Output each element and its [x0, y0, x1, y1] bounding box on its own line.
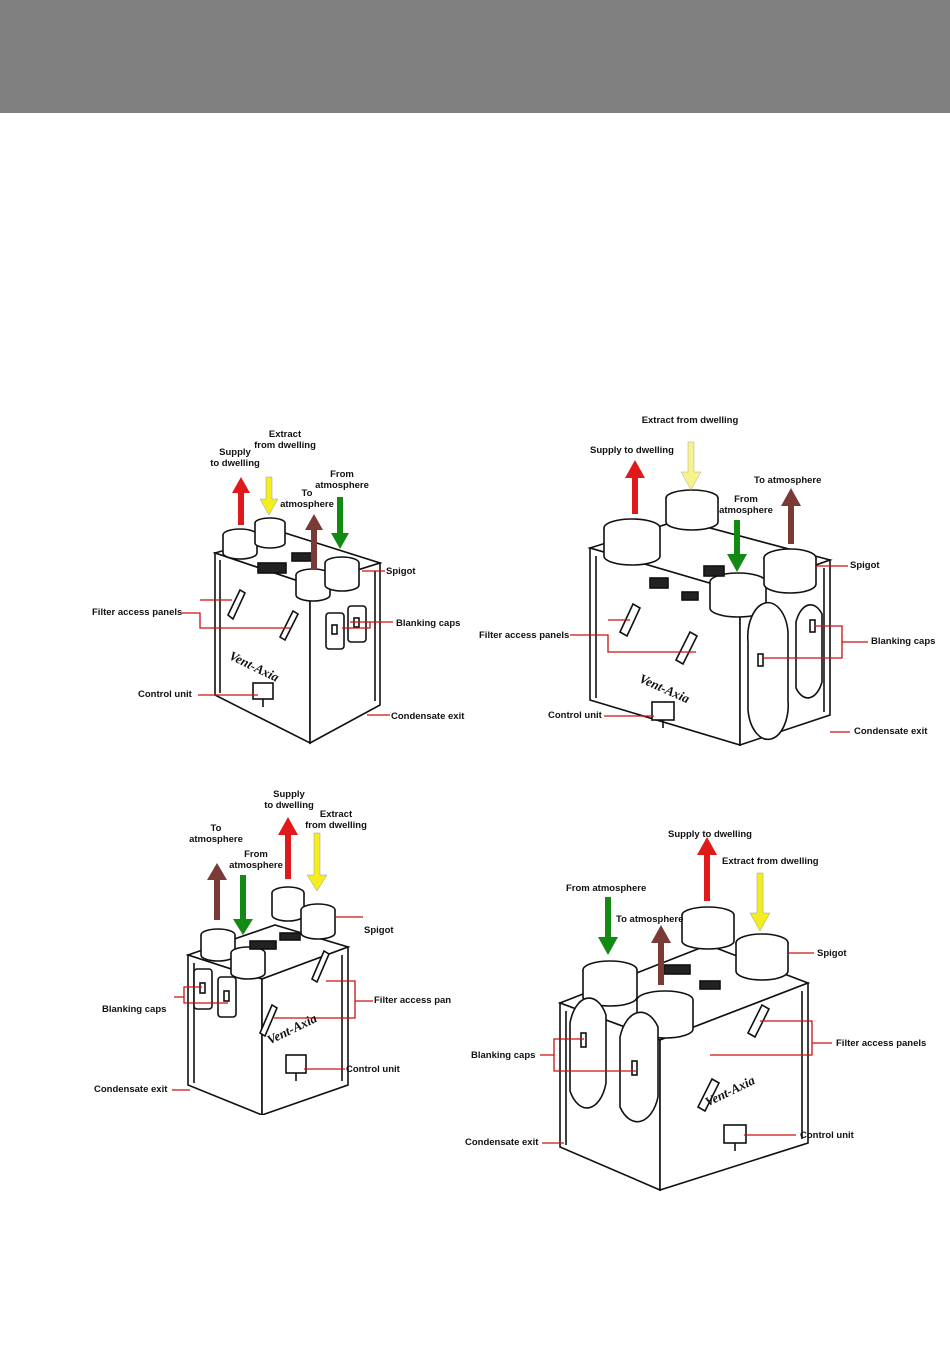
- label-filter-access: Filter access panels: [92, 607, 183, 618]
- label-control-unit: Control unit: [548, 710, 602, 721]
- label-to-atmosphere: To atmosphere: [280, 488, 334, 510]
- label-blanking-caps: Blanking caps: [871, 636, 936, 647]
- label-from-atmosphere: From atmosphere: [719, 494, 773, 516]
- label-spigot: Spigot: [386, 566, 416, 577]
- label-to-atmosphere: To atmosphere: [754, 475, 822, 486]
- label-filter-access: Filter access pan: [374, 995, 452, 1006]
- label-extract: Extract from dwelling: [305, 809, 367, 831]
- label-control-unit: Control unit: [800, 1130, 854, 1141]
- label-extract: Extract from dwelling: [722, 856, 819, 867]
- label-filter-access: Filter access panels: [479, 630, 570, 641]
- label-control-unit: Control unit: [346, 1064, 400, 1075]
- label-spigot: Spigot: [850, 560, 880, 571]
- label-blanking-caps: Blanking caps: [102, 1004, 167, 1015]
- label-supply: Supply to dwelling: [668, 829, 752, 840]
- label-extract: Extract from dwelling: [254, 429, 316, 451]
- label-spigot: Spigot: [817, 948, 847, 959]
- label-condensate-exit: Condensate exit: [465, 1137, 539, 1148]
- header-bar: [0, 0, 950, 113]
- figure-bottom-right: Vent-Axia Supply to dwelling Extract fro…: [460, 825, 950, 1195]
- label-supply: Supply to dwelling: [264, 789, 314, 811]
- label-condensate-exit: Condensate exit: [94, 1084, 168, 1095]
- label-from-atmosphere: From atmosphere: [229, 849, 283, 871]
- unit-drawing: [540, 837, 832, 1192]
- unit-drawing: [570, 441, 868, 747]
- label-condensate-exit: Condensate exit: [391, 711, 465, 722]
- unit-drawing: [172, 817, 373, 1115]
- label-from-atmosphere: From atmosphere: [315, 469, 369, 491]
- label-extract: Extract from dwelling: [641, 415, 739, 426]
- label-condensate-exit: Condensate exit: [854, 726, 928, 737]
- label-control-unit: Control unit: [138, 689, 192, 700]
- label-to-atmosphere: To atmosphere: [189, 823, 243, 845]
- label-to-atmosphere: To atmosphere: [616, 914, 684, 925]
- unit-drawing: [182, 476, 393, 745]
- label-spigot: Spigot: [364, 925, 394, 936]
- label-filter-access: Filter access panels: [836, 1038, 927, 1049]
- label-supply: Supply to dwelling: [590, 445, 674, 456]
- figure-top-right: Vent-Axia Extract from dwelling Supply t…: [470, 410, 950, 755]
- label-blanking-caps: Blanking caps: [396, 618, 461, 629]
- label-blanking-caps: Blanking caps: [471, 1050, 536, 1061]
- label-from-atmosphere: From atmosphere: [566, 883, 647, 894]
- label-supply: Supply to dwelling: [210, 447, 260, 469]
- figure-top-left: Vent-Axia Supply to dwelling Extract fro…: [80, 425, 480, 755]
- figure-bottom-left: Vent-Axia Supply to dwelling Extract fro…: [90, 785, 452, 1115]
